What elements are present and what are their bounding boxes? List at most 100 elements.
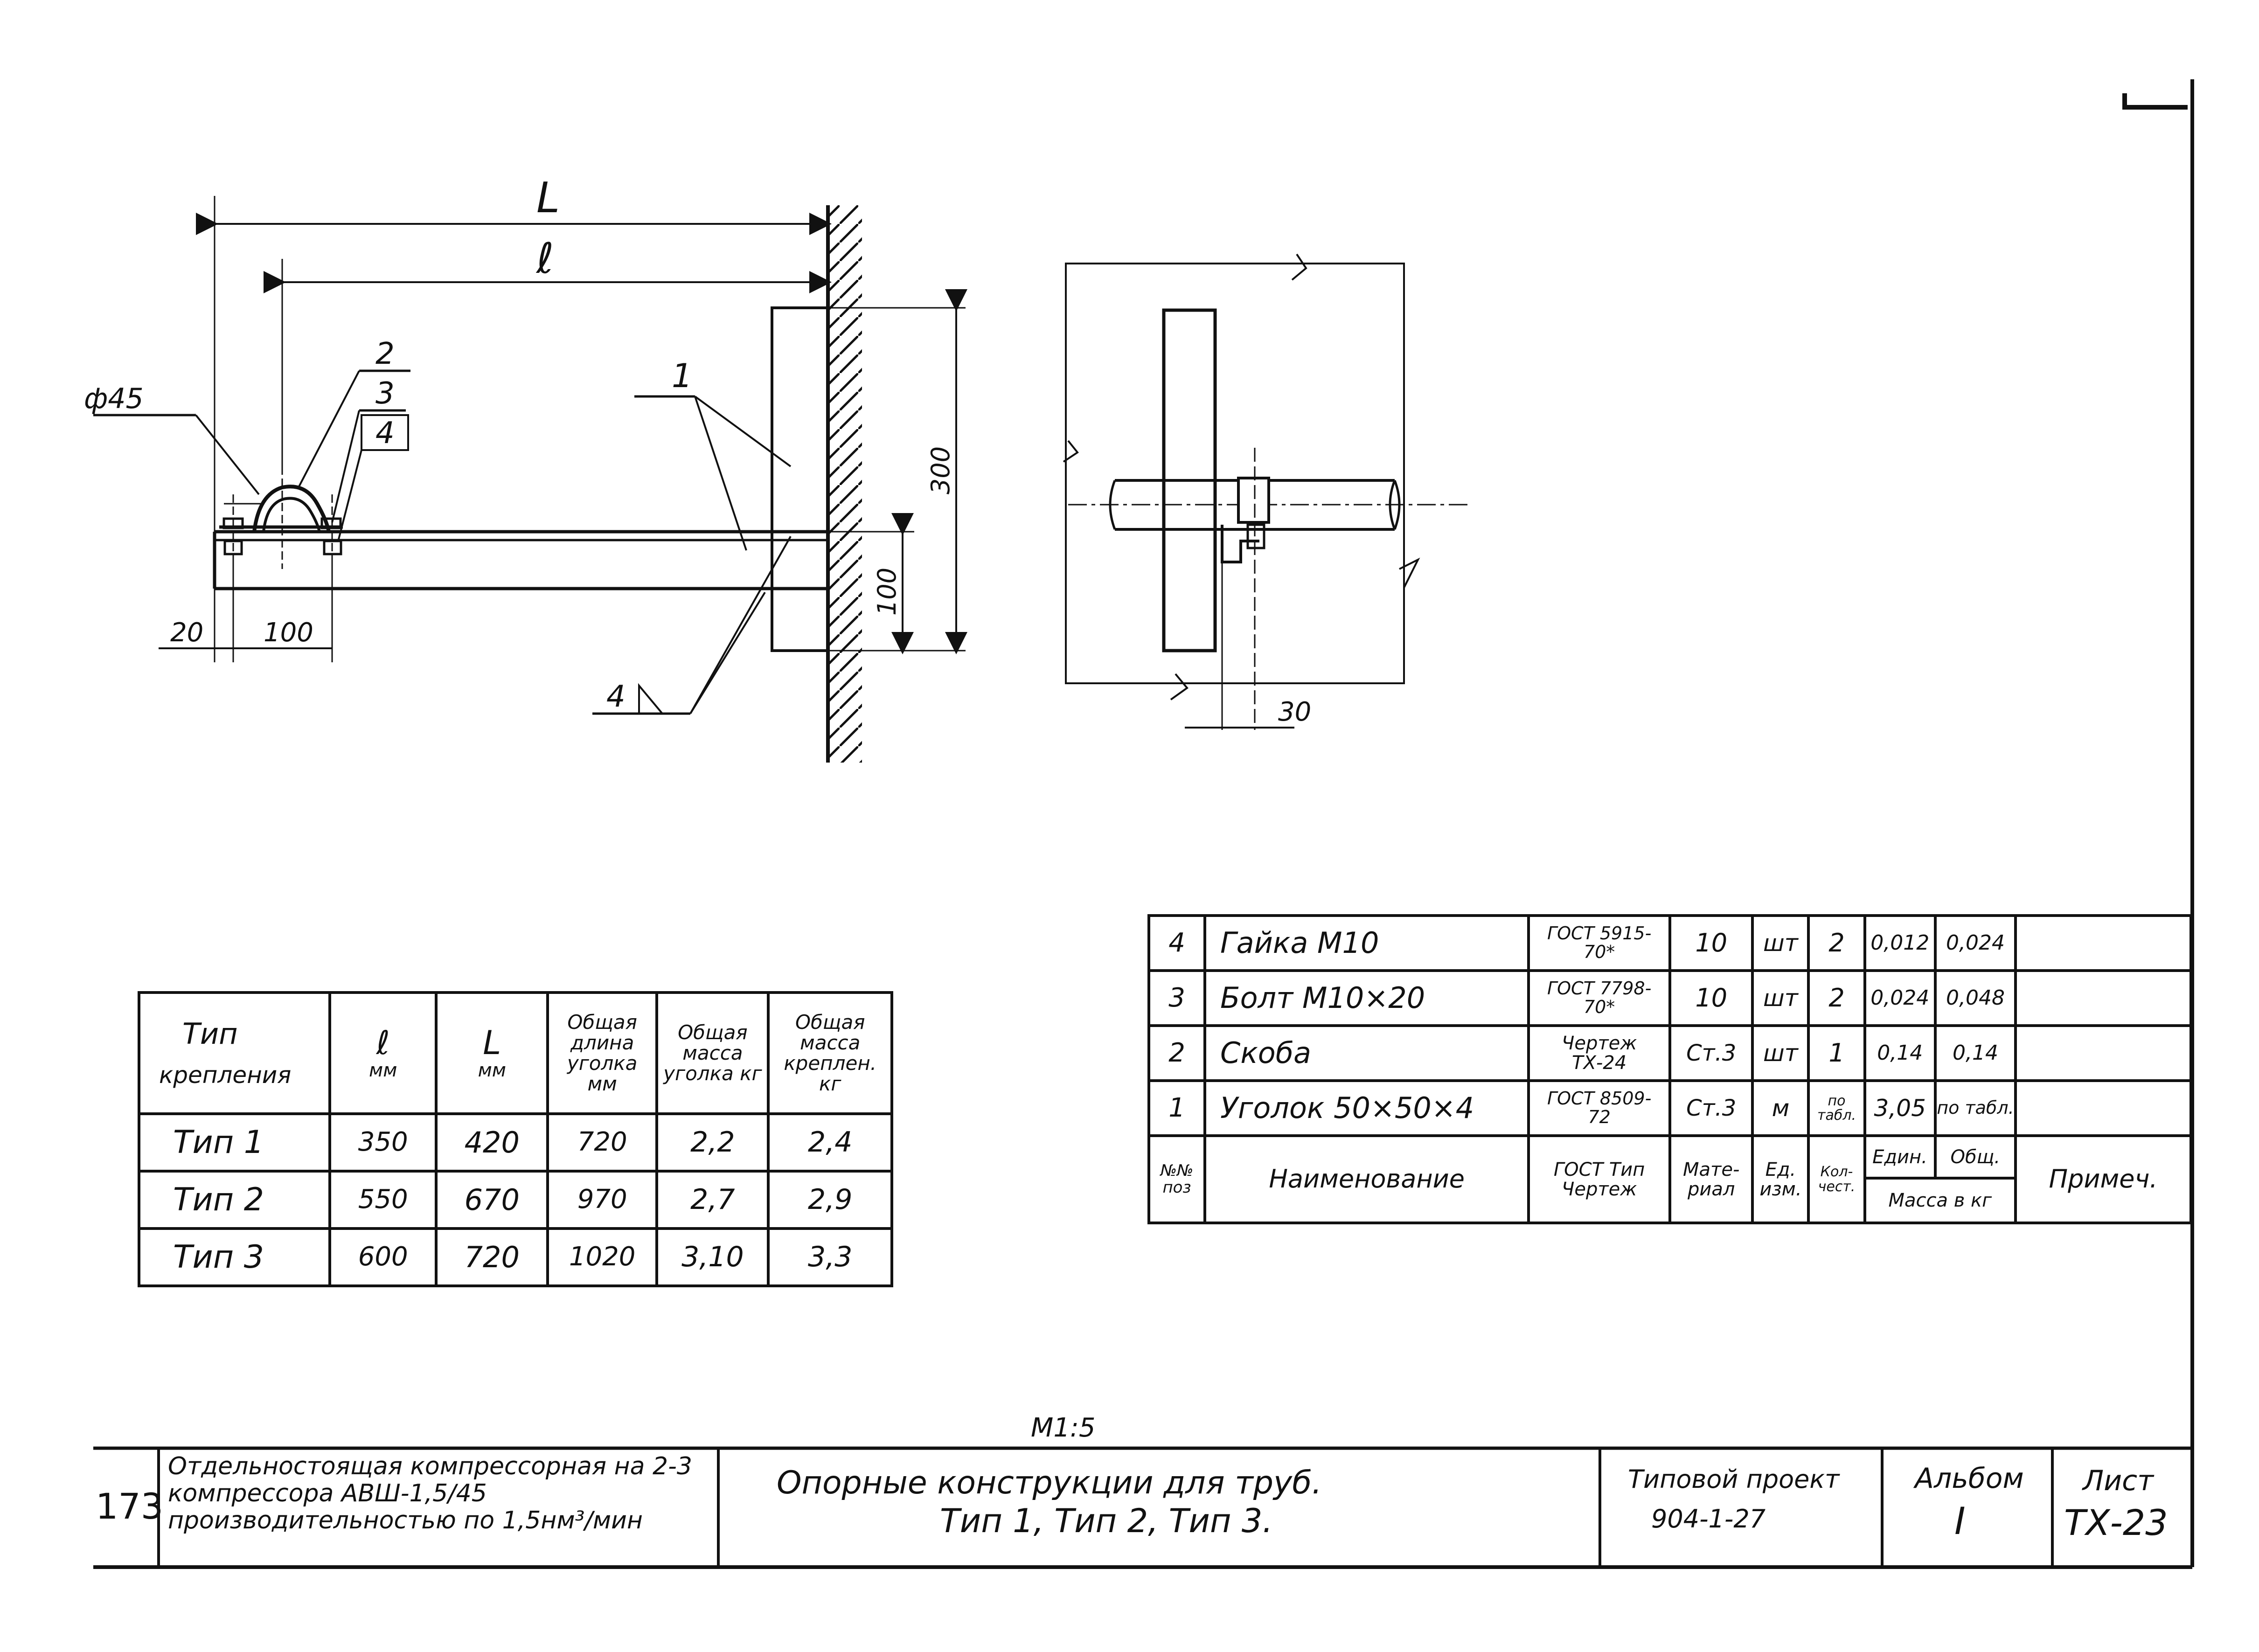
- drawing-title-line1: Опорные конструкции для труб.: [777, 1465, 1322, 1501]
- len-cell: 1020: [546, 1227, 659, 1287]
- l-cell: 550: [328, 1170, 438, 1230]
- pos3-label: 3: [375, 376, 395, 411]
- dimension-300: 300: [828, 289, 967, 654]
- total-mass-cell: 0,048: [1933, 969, 2017, 1027]
- doc-cell: ГОСТ 7798-70*: [1527, 969, 1671, 1027]
- hdr-len: Общая длина уголка мм: [546, 991, 659, 1115]
- material-cell: Ст.3: [1668, 1079, 1754, 1137]
- dimension-bottom: 20 100: [159, 560, 333, 662]
- note-cell: [2014, 914, 2192, 972]
- phi45-label: ф45: [84, 382, 144, 415]
- front-view: 30: [1063, 253, 1469, 730]
- unit-mass-cell: 3,05: [1863, 1079, 1937, 1137]
- hdr-pos: №№ поз: [1147, 1134, 1207, 1224]
- unit-cell: м: [1751, 1079, 1810, 1137]
- material-cell: Ст.3: [1668, 1024, 1754, 1082]
- dim-L-label: L: [536, 174, 560, 222]
- pos2-label: 2: [375, 337, 395, 371]
- qty-cell: 2: [1807, 969, 1866, 1027]
- qty-cell: 2: [1807, 914, 1866, 972]
- L-cell: 420: [435, 1112, 549, 1173]
- hdr-name: Наименование: [1203, 1134, 1530, 1224]
- mass-fix-cell: 3,3: [767, 1227, 893, 1287]
- unit-mass-cell: 0,14: [1863, 1024, 1937, 1082]
- l-cell: 350: [328, 1112, 438, 1173]
- weld-symbol: 4: [592, 536, 792, 715]
- side-view: L ℓ 300 100 20 100: [84, 174, 967, 763]
- doc-cell: Чертеж ТХ-24: [1527, 1024, 1671, 1082]
- type-cell: Тип 1: [138, 1112, 331, 1173]
- scale-label: М1:5: [1031, 1413, 1095, 1443]
- dimension-100-vertical: 100: [828, 513, 914, 654]
- dimension-l: ℓ: [264, 234, 832, 466]
- sheet-label: Лист: [2083, 1465, 2154, 1497]
- type-row: Тип 1 350 420 720 2,2 2,4: [138, 1112, 893, 1173]
- weld4-label: 4: [606, 680, 626, 714]
- note-cell: [2014, 969, 2192, 1027]
- note-cell: [2014, 1024, 2192, 1082]
- leader-pos1: 1: [634, 357, 792, 551]
- qty-cell: по табл.: [1807, 1079, 1866, 1137]
- type-row: Тип 3 600 720 1020 3,10 3,3: [138, 1227, 893, 1287]
- material-cell: 10: [1668, 914, 1754, 972]
- pos-cell: 4: [1147, 914, 1207, 972]
- drawing-title-line2: Тип 1, Тип 2, Тип 3.: [940, 1502, 1273, 1540]
- hdr-mass-caption: Масса в кг: [1888, 1190, 1992, 1211]
- type-table: Тип крепления ℓ мм L мм Общая длина угол…: [138, 991, 893, 1287]
- project-number: 904-1-27: [1651, 1504, 1766, 1534]
- doc-cell: ГОСТ 8509-72: [1527, 1079, 1671, 1137]
- pos-cell: 1: [1147, 1079, 1207, 1137]
- unit-cell: шт: [1751, 969, 1810, 1027]
- hdr-mass-angle: Общая масса уголка кг: [655, 991, 770, 1115]
- hdr-mass-fix: Общая масса креплен. кг: [767, 991, 893, 1115]
- spec-row: 3 Болт М10×20 ГОСТ 7798-70* 10 шт 2 0,02…: [1147, 969, 2192, 1027]
- hdr-unit: Ед. изм.: [1751, 1134, 1810, 1224]
- clamp: [219, 466, 343, 569]
- total-mass-cell: 0,14: [1933, 1024, 2017, 1082]
- total-mass-cell: по табл.: [1933, 1079, 2017, 1137]
- front-wall-section: [1065, 263, 1405, 684]
- len-cell: 720: [546, 1112, 659, 1173]
- L-cell: 670: [435, 1170, 549, 1230]
- hdr-type-line2: крепления: [159, 1062, 292, 1089]
- pos-cell: 2: [1147, 1024, 1207, 1082]
- angle-bar: [213, 530, 828, 590]
- spec-table: 4 Гайка М10 ГОСТ 5915-70* 10 шт 2 0,012 …: [1147, 914, 2192, 1224]
- sheet-number: ТХ-23: [2064, 1502, 2168, 1543]
- unit-cell: шт: [1751, 914, 1810, 972]
- len-cell: 970: [546, 1170, 659, 1230]
- name-cell: Уголок 50×50×4: [1203, 1079, 1530, 1137]
- dim-100h-label: 100: [264, 618, 313, 648]
- material-cell: 10: [1668, 969, 1754, 1027]
- wall: [826, 205, 862, 763]
- album-number: I: [1954, 1499, 1966, 1543]
- name-cell: Скоба: [1203, 1024, 1530, 1082]
- title-block-frame: [93, 1446, 2192, 1569]
- note-cell: [2014, 1079, 2192, 1137]
- type-cell: Тип 2: [138, 1170, 331, 1230]
- hdr-l-symbol: ℓ: [376, 1024, 390, 1062]
- mass-angle-cell: 2,2: [655, 1112, 770, 1173]
- hdr-L-symbol: L: [483, 1024, 501, 1062]
- hdr-l-unit: мм: [369, 1059, 397, 1081]
- mass-angle-cell: 2,7: [655, 1170, 770, 1230]
- hdr-total-mass: Общ.: [1950, 1146, 2001, 1168]
- spec-row: 4 Гайка М10 ГОСТ 5915-70* 10 шт 2 0,012 …: [1147, 914, 2192, 972]
- sheet-frame: [2122, 79, 2194, 1567]
- mass-angle-cell: 3,10: [655, 1227, 770, 1287]
- sheet-ref: 173: [96, 1485, 164, 1527]
- dim-l-label: ℓ: [535, 234, 554, 283]
- total-mass-cell: 0,024: [1933, 914, 2017, 972]
- album-label: Альбом: [1915, 1462, 2024, 1495]
- hdr-type-line1: Тип: [182, 1017, 238, 1051]
- type-cell: Тип 3: [138, 1227, 331, 1287]
- l-cell: 600: [328, 1227, 438, 1287]
- dimension-30: 30: [1185, 697, 1311, 729]
- leader-pos4: 4: [337, 414, 409, 541]
- front-clamp: [1221, 448, 1270, 730]
- pos1-label: 1: [672, 357, 693, 395]
- pos4-label: 4: [375, 416, 395, 451]
- leader-pos3: 3: [331, 376, 406, 523]
- unit-mass-cell: 0,024: [1863, 969, 1937, 1027]
